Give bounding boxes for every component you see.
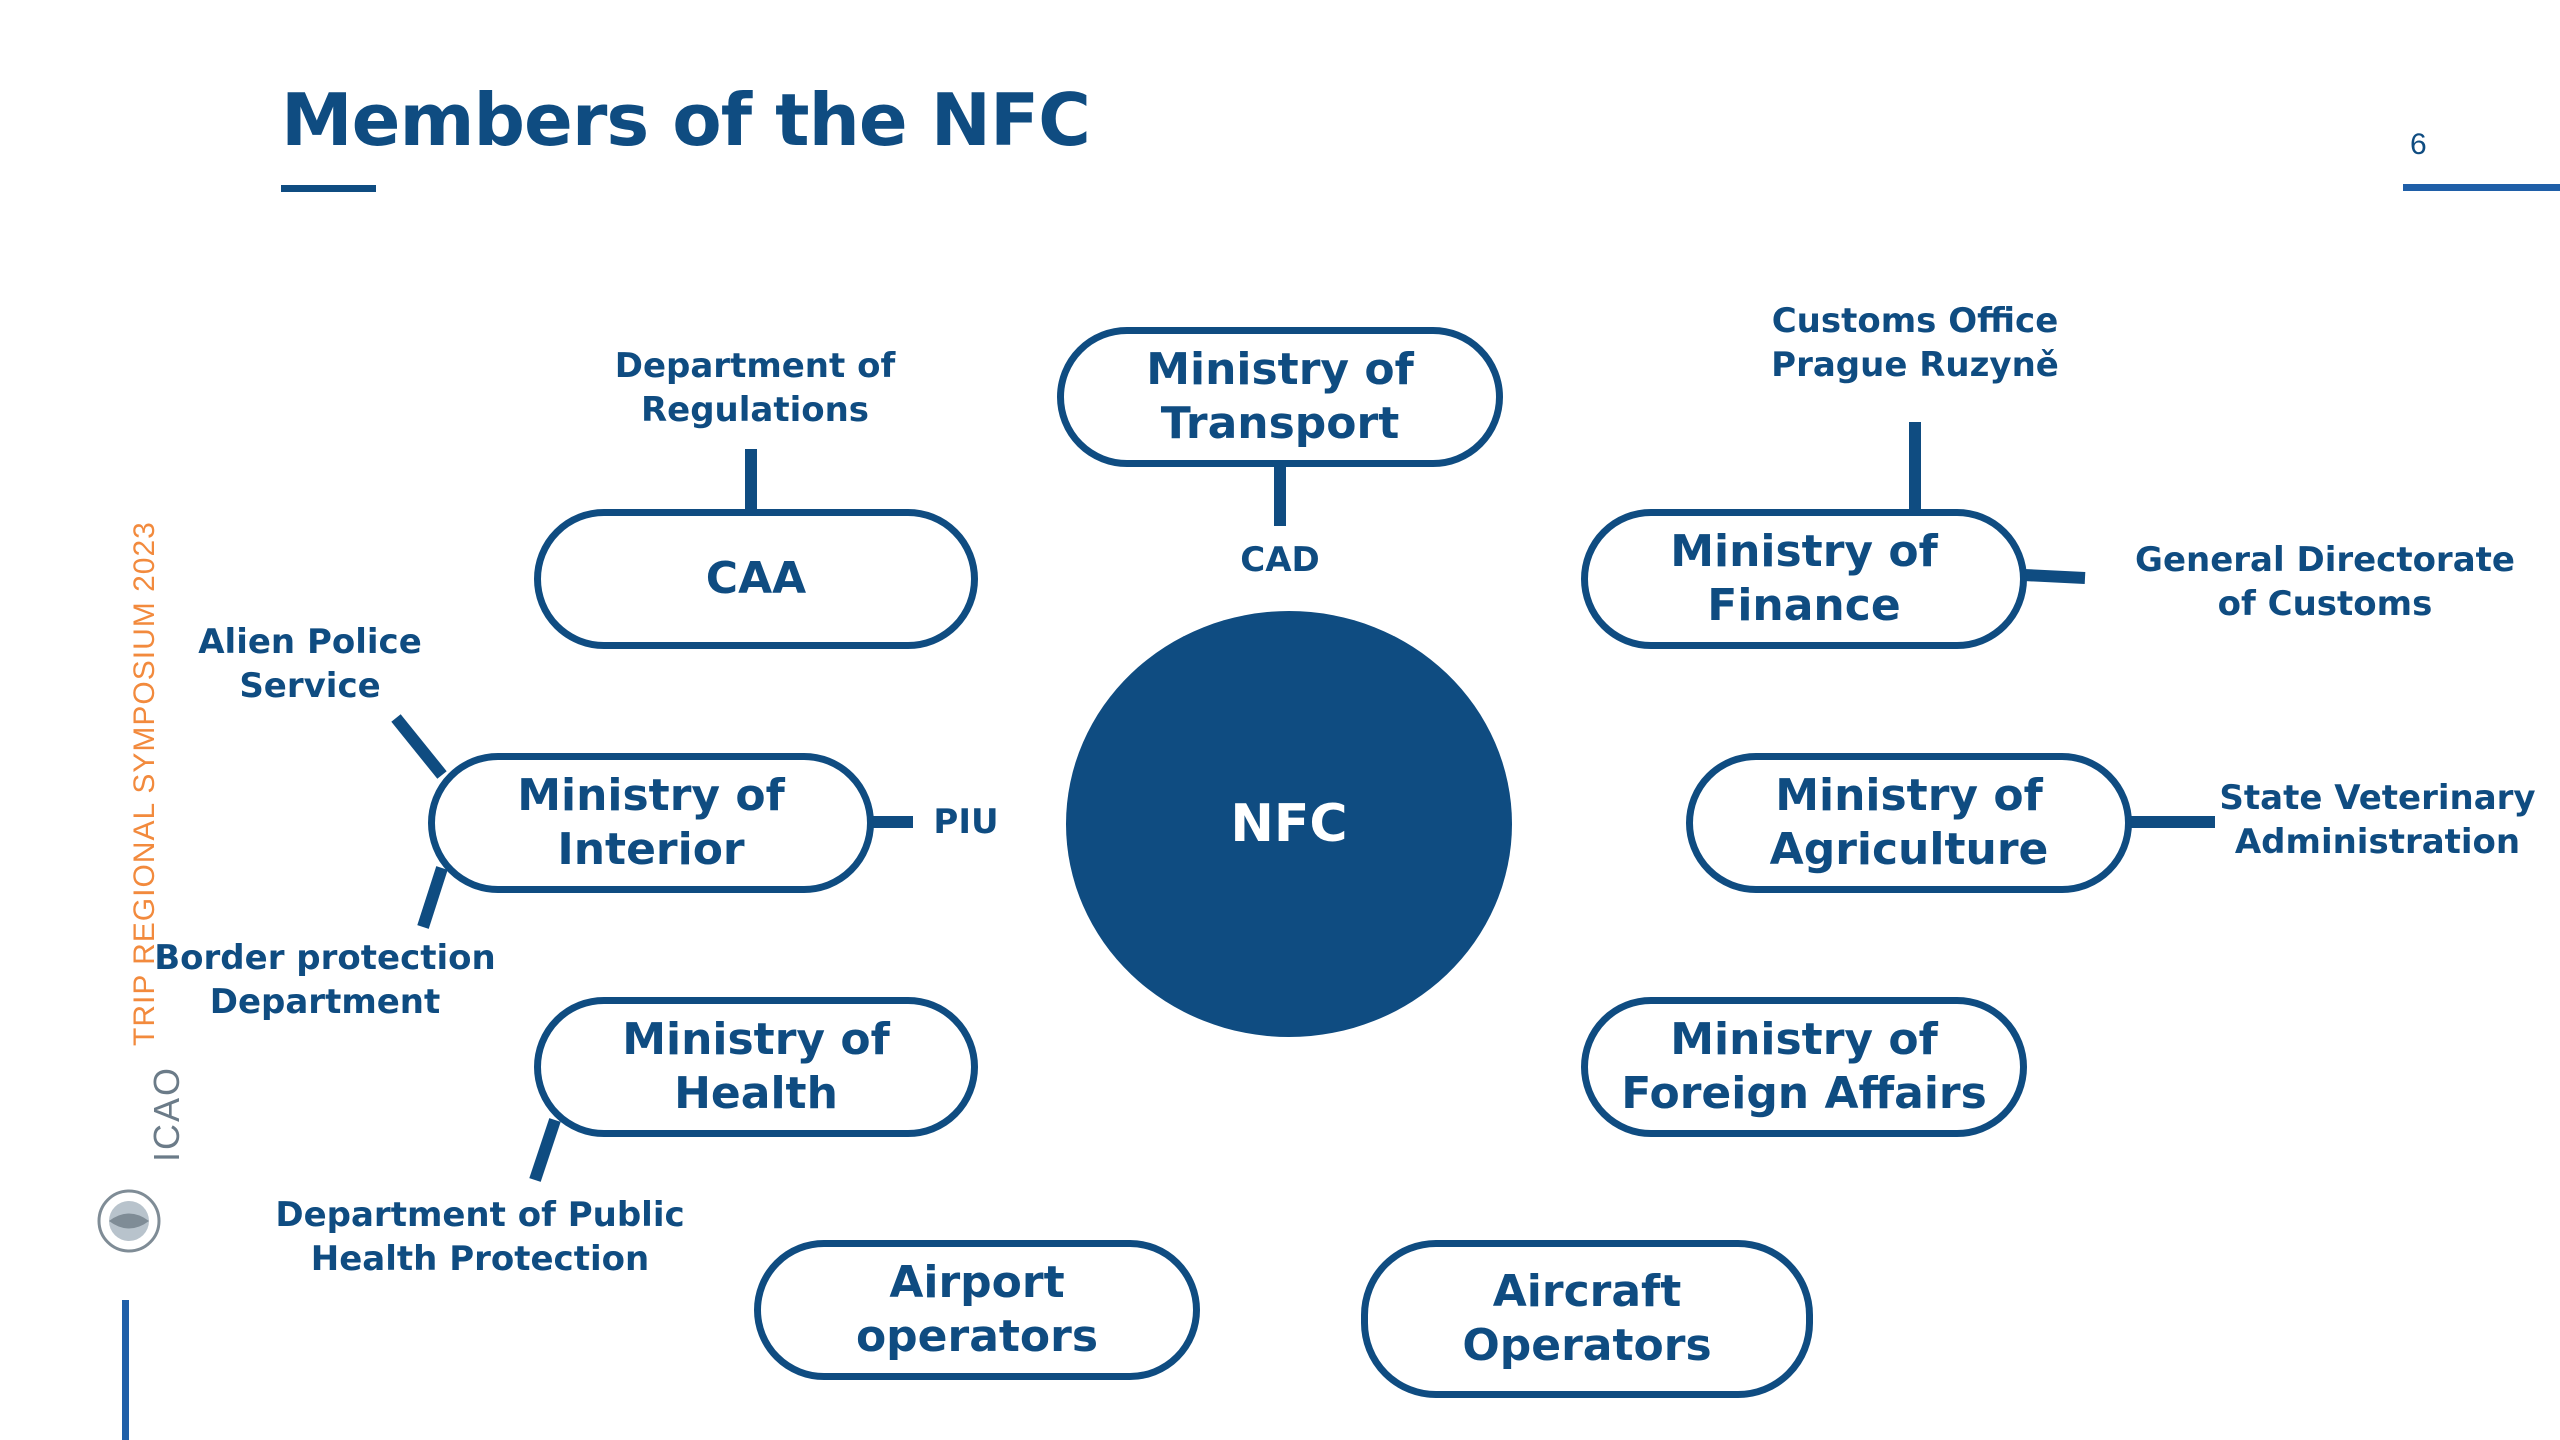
node-airport-operators: Airport operators xyxy=(754,1240,1200,1380)
page-number: 6 xyxy=(2410,128,2427,161)
node-caa: CAA xyxy=(534,509,978,649)
slide-title: Members of the NFC xyxy=(281,78,1091,162)
node-ministry-of-interior: Ministry of Interior xyxy=(428,753,874,893)
node-aircraft-operators: Aircraft Operators xyxy=(1361,1240,1813,1398)
connector-interior-alien-police xyxy=(391,714,447,779)
connector-interior-border xyxy=(417,866,448,929)
label-alien-police-service: Alien Police Service xyxy=(198,622,422,706)
page-number-underline xyxy=(2403,184,2560,191)
node-ministry-of-health: Ministry of Health xyxy=(534,997,978,1137)
label-cad: CAD xyxy=(1240,540,1320,580)
label-border-protection-department: Border protection Department xyxy=(154,938,496,1022)
title-underline xyxy=(281,185,376,192)
label-department-of-public-health: Department of Public Health Protection xyxy=(275,1195,685,1279)
connector-finance-directorate xyxy=(2023,569,2086,584)
label-department-of-regulations: Department of Regulations xyxy=(614,346,896,430)
connector-health-public-health xyxy=(529,1118,561,1182)
node-ministry-of-agriculture: Ministry of Agriculture xyxy=(1686,753,2132,893)
label-state-veterinary-administration: State Veterinary Administration xyxy=(2219,778,2536,862)
node-ministry-of-finance: Ministry of Finance xyxy=(1581,509,2027,649)
bottom-left-rule xyxy=(122,1300,129,1440)
node-ministry-of-transport: Ministry of Transport xyxy=(1057,327,1503,467)
label-piu: PIU xyxy=(933,802,999,842)
node-ministry-of-foreign-affairs: Ministry of Foreign Affairs xyxy=(1581,997,2027,1137)
label-customs-office-prague: Customs Office Prague Ruzyně xyxy=(1771,301,2059,385)
icao-emblem-icon xyxy=(97,1189,161,1253)
label-general-directorate-of-customs: General Directorate of Customs xyxy=(2135,540,2515,624)
center-nfc-circle: NFC xyxy=(1066,611,1512,1037)
